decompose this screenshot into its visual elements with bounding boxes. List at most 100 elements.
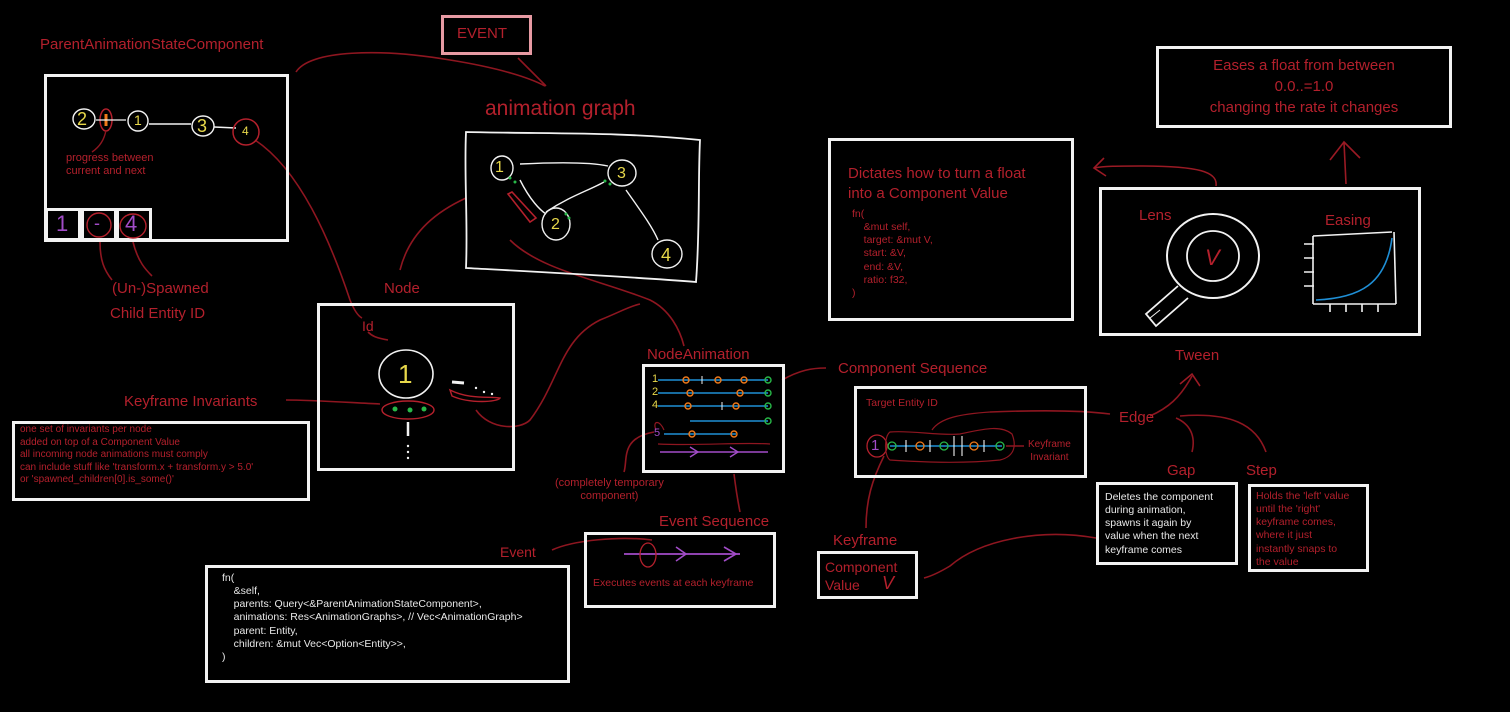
- node-number: 1: [398, 359, 413, 389]
- event-box-label: EVENT: [457, 25, 508, 42]
- component-sequence-title: Component Sequence: [838, 360, 988, 377]
- arrow-anim-to-eventseq: [733, 473, 741, 513]
- child-slot-2: [81, 208, 117, 241]
- gap-description: Deletes the component during animation, …: [1105, 491, 1213, 556]
- edge-label: Edge: [1119, 409, 1155, 426]
- spawned-label: (Un-)Spawned: [112, 280, 209, 297]
- executes-label: Executes events at each keyframe: [593, 577, 754, 589]
- component-value-label: Component Value: [825, 559, 898, 594]
- arrow-tween-up-head: [1179, 372, 1201, 387]
- state-node-1: 1: [134, 112, 142, 128]
- node-title: Node: [384, 280, 420, 297]
- state-node-2: 2: [77, 109, 88, 129]
- arrow-slots-to-spawned: [99, 241, 113, 281]
- child-entity-id-label: Child Entity ID: [110, 305, 206, 322]
- slot-value-1: 1: [56, 211, 69, 236]
- graph-node-3: 3: [617, 165, 626, 182]
- node-id-label: Id: [362, 318, 374, 334]
- lens-icon: [1166, 213, 1260, 299]
- graph-node-4: 4: [661, 245, 672, 265]
- keyframe-label: Keyframe: [833, 532, 898, 549]
- arrow-parent-to-graph: [295, 51, 546, 87]
- graph-node-1: 1: [495, 159, 504, 176]
- anim-row-5: 5: [654, 427, 661, 439]
- arrow-node-to-nodeanim: [475, 303, 641, 428]
- invariants-description: one set of invariants per node added on …: [20, 424, 254, 485]
- system-fn-code: fn( &self, parents: Query<&ParentAnimati…: [222, 572, 523, 663]
- parent-component-title: ParentAnimationStateComponent: [40, 36, 264, 53]
- gap-label: Gap: [1167, 462, 1196, 479]
- child-slot-1: [45, 208, 81, 241]
- node-animation-title: NodeAnimation: [647, 346, 750, 363]
- arrow-event-to-graph: [517, 57, 547, 87]
- state-node-3: 3: [197, 116, 208, 136]
- value-symbol: V: [882, 573, 895, 593]
- graph-node-2: 2: [551, 216, 560, 233]
- child-slot-3: [116, 208, 152, 241]
- anim-row-2: 2: [652, 386, 659, 398]
- lens-fn-code: fn( &mut self, target: &mut V, start: &V…: [852, 208, 933, 299]
- lens-description-box: [828, 138, 1074, 321]
- arrow-target-to-edge: [989, 409, 1111, 415]
- system-fn-box: [205, 565, 570, 683]
- slot-value-2: -: [94, 213, 100, 233]
- arrow-anim-to-temporary: [623, 431, 655, 473]
- target-entity-id-label: Target Entity ID: [866, 397, 938, 409]
- arrow-id-to-circle: [367, 331, 389, 341]
- arrow-slots-to-spawned-2: [132, 241, 153, 277]
- lens-label: Lens: [1139, 207, 1172, 224]
- keyframe-invariants-box: [12, 421, 310, 501]
- animation-graph-title: animation graph: [485, 97, 636, 120]
- component-sequence-box: [854, 386, 1087, 478]
- component-value-box: [817, 551, 918, 599]
- anim-row-4: 4: [652, 399, 659, 411]
- node-box: [317, 303, 515, 471]
- event-sequence-box: [584, 532, 776, 608]
- lens-easing-box: [1099, 187, 1421, 336]
- anim-row-1: 1: [652, 373, 659, 385]
- arrow-easing-up-head: [1329, 140, 1361, 161]
- event-box: [441, 15, 532, 55]
- step-label: Step: [1246, 462, 1277, 479]
- easing-description-box: [1156, 46, 1452, 128]
- state-node-4: 4: [242, 124, 249, 138]
- arrow-gap-to-value: [923, 533, 1097, 579]
- arrow-edge-to-gap: [1175, 417, 1194, 453]
- event-sequence-title: Event Sequence: [659, 513, 770, 530]
- arrow-edge-to-step: [1179, 414, 1267, 453]
- arrow-edge-to-tween: [1149, 375, 1193, 417]
- parent-component-box: [44, 74, 289, 242]
- arrow-graph-to-nodeanim: [509, 239, 685, 347]
- event-label: Event: [500, 544, 536, 560]
- arrow-graph-to-node: [399, 197, 467, 271]
- easing-description: Eases a float from between 0.0..=1.0 cha…: [1209, 57, 1399, 116]
- keyframe-invariant-label: Keyframe Invariant: [1028, 439, 1071, 463]
- easing-curve-icon: [1304, 231, 1397, 312]
- node-animation-box: [642, 364, 785, 473]
- arrow-eventseq-to-event: [551, 537, 653, 551]
- step-description: Holds the 'left' value until the 'right'…: [1256, 490, 1350, 568]
- arrow-easing-up: [1343, 141, 1347, 185]
- arrow-seq-to-keyframe: [865, 455, 885, 529]
- temporary-component-label: (completely temporary component): [555, 477, 664, 503]
- sequence-number: 1: [871, 437, 880, 454]
- tween-label: Tween: [1175, 347, 1220, 364]
- arrow-state4-to-id: [254, 139, 363, 319]
- easing-label: Easing: [1325, 212, 1371, 229]
- lens-description: Dictates how to turn a float into a Comp…: [848, 165, 1026, 203]
- progress-label: progress between current and next: [66, 152, 154, 178]
- arrow-lens-up-head: [1092, 157, 1107, 177]
- slot-value-3: 4: [125, 211, 138, 236]
- keyframe-invariants-title: Keyframe Invariants: [124, 393, 258, 410]
- arrow-anim-to-compseq: [781, 367, 827, 381]
- gap-box: [1096, 482, 1238, 565]
